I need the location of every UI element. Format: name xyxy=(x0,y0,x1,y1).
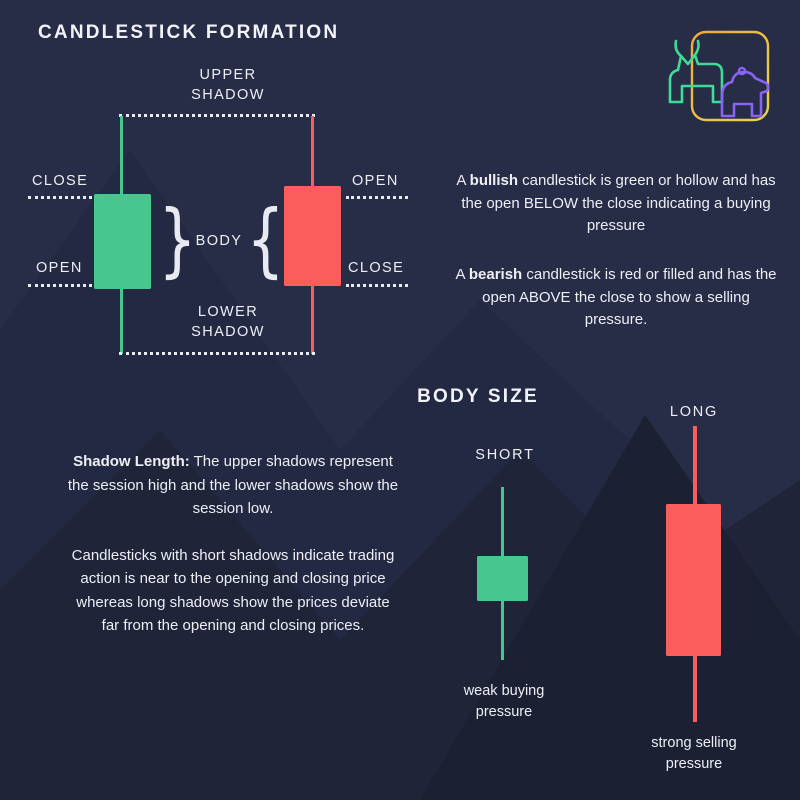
open-label-right: OPEN xyxy=(352,173,399,189)
lower-shadow-dotted-line xyxy=(119,352,315,355)
bull-icon xyxy=(668,39,724,104)
long-label: LONG xyxy=(669,404,719,420)
right-brace: { xyxy=(246,193,285,286)
close-label-left: CLOSE xyxy=(32,173,89,189)
short-label: SHORT xyxy=(475,447,535,463)
long-caption: strong selling pressure xyxy=(651,735,737,772)
bearish-pre: A xyxy=(455,266,469,283)
bull-bear-logo xyxy=(662,28,774,124)
left-brace: } xyxy=(158,193,197,286)
lower-shadow-label: LOWER SHADOW xyxy=(191,304,265,340)
bullish-pre: A xyxy=(456,172,470,189)
shadow-length-block: Shadow Length: The upper shadows represe… xyxy=(66,450,400,661)
body-size-heading: BODY SIZE xyxy=(417,386,539,407)
open-left-dotted-line xyxy=(28,284,92,287)
close-label-right: CLOSE xyxy=(348,260,405,276)
short-candle-body xyxy=(477,556,528,601)
open-label-left: OPEN xyxy=(36,260,83,276)
bearish-bold: bearish xyxy=(468,266,523,283)
bear-icon xyxy=(720,66,770,118)
short-caption: weak buying pressure xyxy=(463,683,545,720)
bullish-bold: bullish xyxy=(469,172,519,189)
close-left-dotted-line xyxy=(28,196,92,199)
shadow-detail-paragraph: Candlesticks with short shadows indicate… xyxy=(71,546,395,635)
red-candle-body xyxy=(284,186,341,286)
green-candle-body xyxy=(94,194,151,289)
logo-frame xyxy=(690,30,770,122)
upper-shadow-label: UPPER SHADOW xyxy=(191,67,265,103)
bull-bear-logo-svg xyxy=(668,30,770,122)
close-right-dotted-line xyxy=(346,284,408,287)
bearish-post: candlestick is red or filled and has the… xyxy=(482,266,777,328)
long-candle-body xyxy=(666,504,721,656)
shadow-length-paragraph: Shadow Length: The upper shadows represe… xyxy=(66,450,400,521)
open-right-dotted-line xyxy=(346,196,408,199)
upper-shadow-dotted-line xyxy=(119,114,315,117)
shadow-length-bold: Shadow Length: xyxy=(73,453,190,470)
shadow-length-post: The upper shadows represent the session … xyxy=(67,453,399,517)
page-title: CANDLESTICK FORMATION xyxy=(38,22,340,43)
bullish-description: A bullish candlestick is green or hollow… xyxy=(455,170,777,238)
body-label: BODY xyxy=(195,233,243,249)
bullish-post: candlestick is green or hollow and has t… xyxy=(461,172,776,234)
bearish-description: A bearish candlestick is red or filled a… xyxy=(455,264,777,332)
